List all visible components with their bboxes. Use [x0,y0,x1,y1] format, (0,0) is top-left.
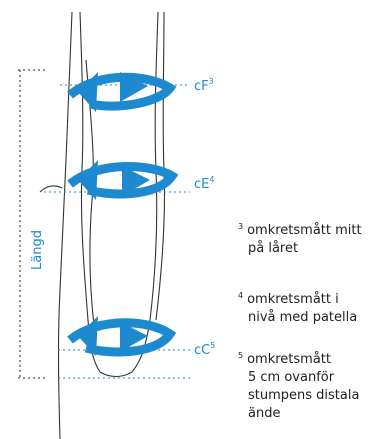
marker-cC: cC5 [194,341,215,358]
footnote-5-line-3: stumpens distala [248,388,360,403]
circumference-arrow-cE [67,160,179,200]
footnote-4-line-2: nivå med patella [248,310,358,325]
circumference-arrow-cC [67,316,177,357]
footnote-3-line-1: omkretsmått mitt [247,223,362,238]
marker-cE: cE4 [194,175,214,192]
marker-cF: cF3 [194,77,214,94]
footnote-3-number: 3 [238,221,244,231]
footnote-5-line-4: ände [248,406,281,421]
footnote-3-line-2: på låret [248,241,299,256]
footnote-4-number: 4 [238,290,244,300]
circumference-arrow-cF [67,72,177,112]
footnote-4-line-1: omkretsmått i [247,292,339,307]
footnote-5-line-1: omkretsmått [247,352,331,367]
length-bracket [18,69,46,379]
footnote-5-line-2: 5 cm ovanför [248,370,335,385]
length-label: Längd [30,230,45,270]
footnote-5-number: 5 [238,350,244,360]
